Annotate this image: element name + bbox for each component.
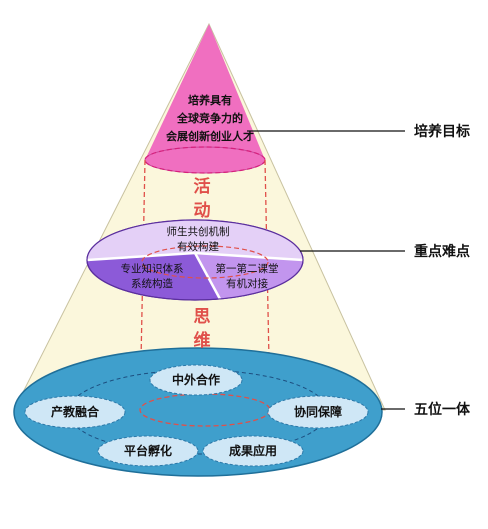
middle-top-line-2: 有效构建 bbox=[177, 240, 219, 253]
middle-right-line-1: 第一第二课堂 bbox=[216, 262, 279, 275]
peak-line-2: 全球竞争力的 bbox=[176, 111, 243, 125]
base-node-bottom-left: 平台孵化 bbox=[97, 435, 199, 467]
base-node-left: 产教融合 bbox=[24, 395, 126, 429]
core-thinking-1: 思 bbox=[194, 307, 211, 327]
peak-line-1: 培养具有 bbox=[188, 93, 232, 107]
base-bottom-right-label: 成果应用 bbox=[229, 443, 277, 458]
core-activity-2: 动 bbox=[194, 201, 211, 221]
five-label: 五位一体 bbox=[414, 401, 471, 418]
middle-disk bbox=[86, 219, 304, 301]
base-center-label: 中外合作 bbox=[172, 372, 220, 387]
base-left-label: 产教融合 bbox=[51, 404, 100, 419]
core-thinking-2: 维 bbox=[194, 330, 211, 351]
peak-line-3: 会展创新创业人才 bbox=[166, 129, 254, 143]
key-label: 重点难点 bbox=[414, 243, 470, 260]
base-node-center: 中外合作 bbox=[149, 364, 243, 396]
base-right-label: 协同保障 bbox=[294, 404, 342, 419]
middle-right-line-2: 有机对接 bbox=[226, 277, 268, 290]
peak-region bbox=[145, 24, 265, 160]
middle-left-line-1: 专业知识体系 bbox=[121, 262, 184, 275]
core-middle-ring bbox=[141, 245, 269, 279]
middle-top-line-1: 师生共创机制 bbox=[167, 225, 230, 238]
base-node-bottom-right: 成果应用 bbox=[202, 435, 304, 467]
base-bottom-left-label: 平台孵化 bbox=[124, 443, 172, 458]
core-activity-1: 活 bbox=[194, 176, 211, 197]
base-node-right: 协同保障 bbox=[267, 395, 369, 429]
goal-label: 培养目标 bbox=[414, 123, 470, 140]
middle-left-line-2: 系统构造 bbox=[131, 277, 173, 290]
